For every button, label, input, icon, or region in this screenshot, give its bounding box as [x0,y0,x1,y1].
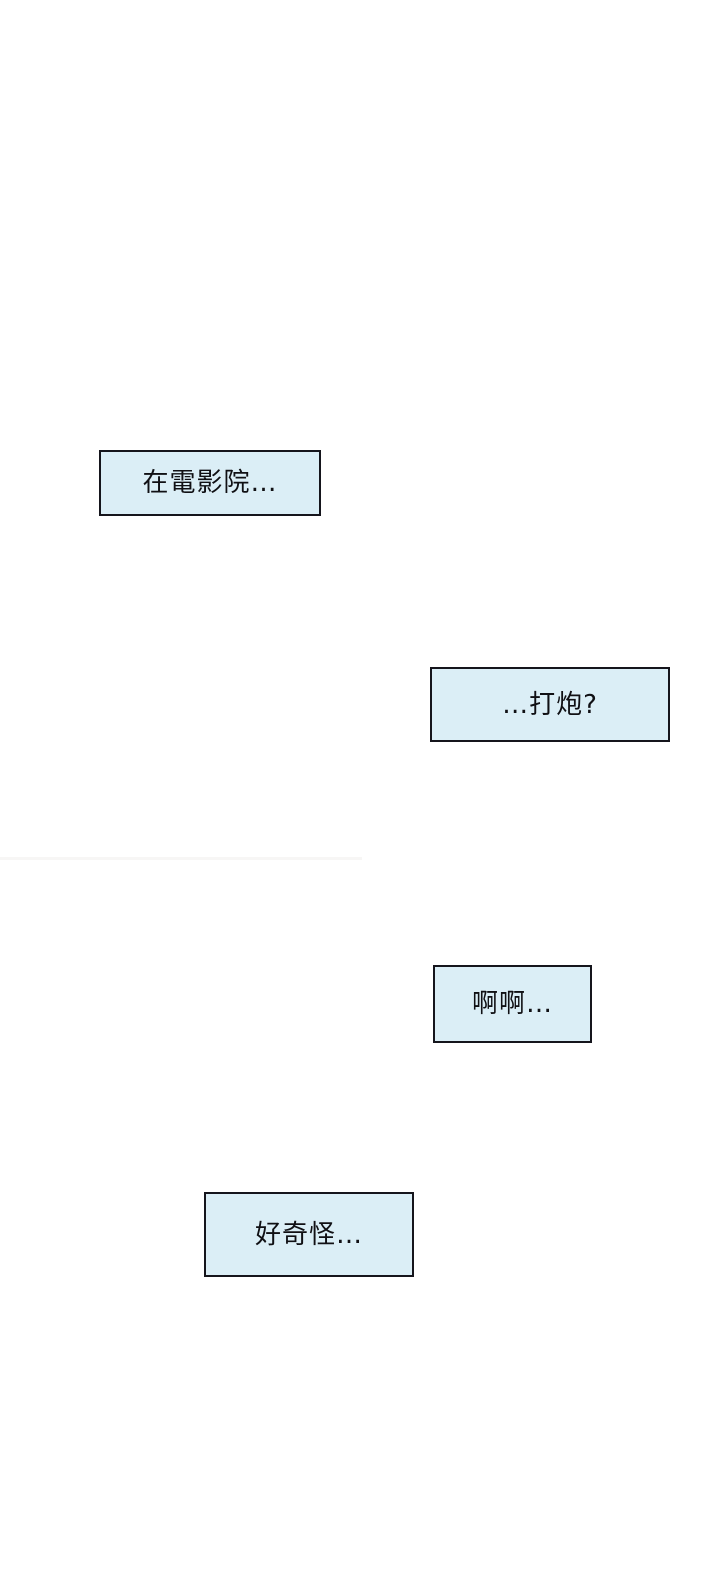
speech-bubble-2: …打炮? [430,667,670,742]
speech-bubble-1: 在電影院… [99,450,321,516]
speech-bubble-4-text: 好奇怪… [254,1219,363,1250]
faint-panel-edge [0,857,362,860]
speech-bubble-1-text: 在電影院… [142,468,278,498]
speech-bubble-3-text: 啊啊… [471,989,553,1019]
speech-bubble-4: 好奇怪… [204,1192,414,1277]
speech-bubble-2-text: …打炮? [502,689,598,720]
speech-bubble-3: 啊啊… [433,965,592,1043]
